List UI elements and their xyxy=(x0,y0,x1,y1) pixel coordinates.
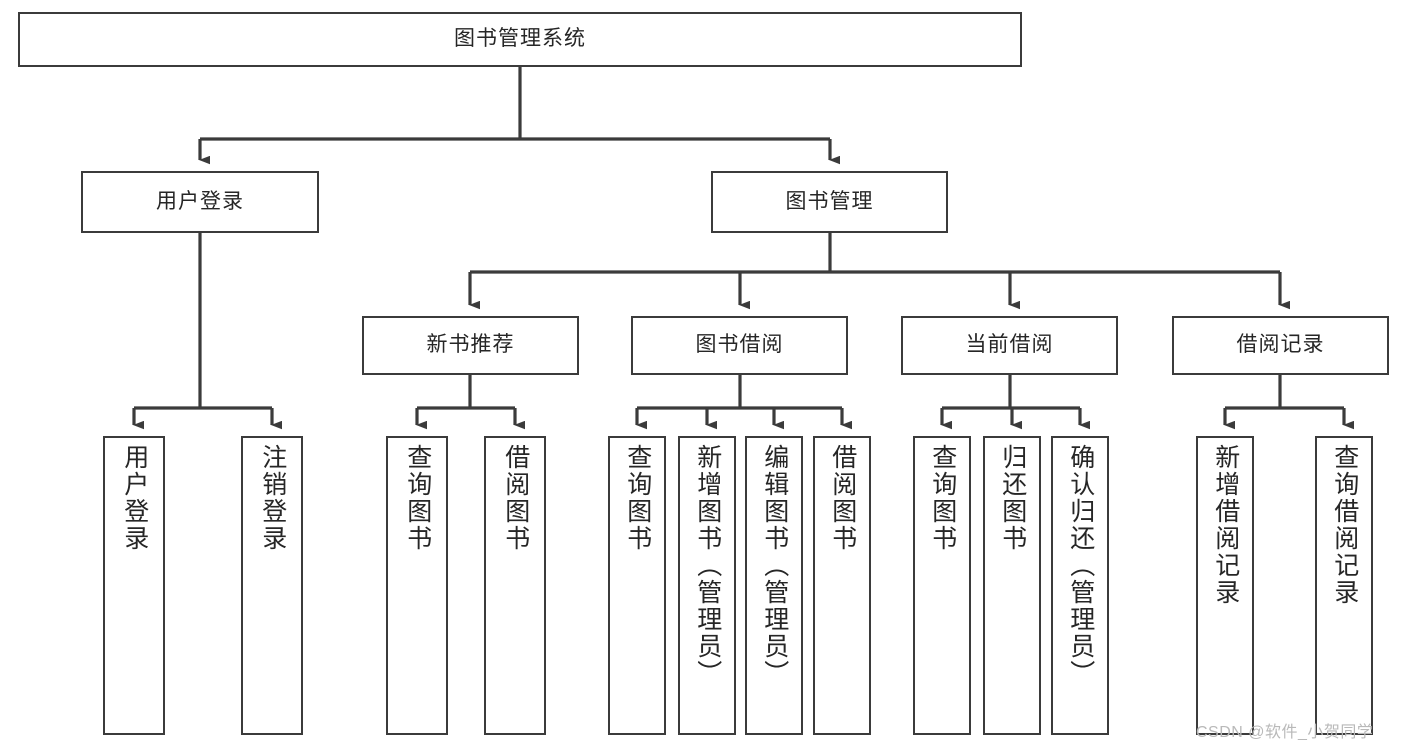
node-book-borrow-label: 图书借阅 xyxy=(695,333,784,357)
node-borrow-record-label: 借阅记录 xyxy=(1236,333,1325,357)
node-book-manage[interactable]: 图书管理 xyxy=(711,171,948,233)
edge-book-manage-to-level3 xyxy=(468,233,1290,310)
node-leaf-user-logout-label: 注销登录 xyxy=(258,444,287,552)
node-leaf-borrow-book-1[interactable]: 借阅图书 xyxy=(484,436,546,735)
node-root-label: 图书管理系统 xyxy=(454,27,586,51)
node-current-borrow[interactable]: 当前借阅 xyxy=(901,316,1118,375)
node-book-borrow[interactable]: 图书借阅 xyxy=(631,316,848,375)
node-leaf-add-book[interactable]: 新增图书（管理员） xyxy=(678,436,736,735)
node-leaf-edit-book[interactable]: 编辑图书（管理员） xyxy=(745,436,803,735)
node-leaf-user-logout[interactable]: 注销登录 xyxy=(241,436,303,735)
node-leaf-add-borrow-record-label: 新增借阅记录 xyxy=(1211,444,1240,606)
node-borrow-record[interactable]: 借阅记录 xyxy=(1172,316,1389,375)
node-leaf-edit-book-label: 编辑图书（管理员） xyxy=(760,444,789,687)
edge-borrow-record-to-leaves xyxy=(1223,375,1354,430)
node-leaf-return-book-label: 归还图书 xyxy=(998,444,1027,552)
node-new-book-recommend-label: 新书推荐 xyxy=(426,333,515,357)
edge-current-borrow-to-leaves xyxy=(940,375,1090,430)
edge-book-borrow-to-leaves xyxy=(635,375,852,430)
node-leaf-query-book-1-label: 查询图书 xyxy=(403,444,432,552)
node-book-manage-label: 图书管理 xyxy=(785,189,874,213)
node-leaf-query-book-2-label: 查询图书 xyxy=(623,444,652,552)
node-leaf-query-book-3-label: 查询图书 xyxy=(928,444,957,552)
node-leaf-query-borrow-record[interactable]: 查询借阅记录 xyxy=(1315,436,1373,735)
node-new-book-recommend[interactable]: 新书推荐 xyxy=(362,316,579,375)
node-leaf-borrow-book-1-label: 借阅图书 xyxy=(501,444,530,552)
node-leaf-confirm-return[interactable]: 确认归还（管理员） xyxy=(1051,436,1109,735)
watermark-text: CSDN @软件_小贺同学 xyxy=(1196,724,1374,741)
node-leaf-query-borrow-record-label: 查询借阅记录 xyxy=(1330,444,1359,606)
node-leaf-query-book-1[interactable]: 查询图书 xyxy=(386,436,448,735)
node-user-login[interactable]: 用户登录 xyxy=(81,171,319,233)
node-current-borrow-label: 当前借阅 xyxy=(965,333,1054,357)
node-leaf-add-book-label: 新增图书（管理员） xyxy=(693,444,722,687)
edge-user-login-to-leaves xyxy=(132,233,282,430)
edge-root-to-level2 xyxy=(198,67,840,165)
node-root[interactable]: 图书管理系统 xyxy=(18,12,1022,67)
node-leaf-user-login-label: 用户登录 xyxy=(120,444,149,552)
edge-new-book-recommend-to-leaves xyxy=(415,375,525,430)
node-leaf-query-book-2[interactable]: 查询图书 xyxy=(608,436,666,735)
node-leaf-confirm-return-label: 确认归还（管理员） xyxy=(1066,444,1095,687)
node-leaf-borrow-book-2[interactable]: 借阅图书 xyxy=(813,436,871,735)
node-leaf-return-book[interactable]: 归还图书 xyxy=(983,436,1041,735)
node-leaf-user-login[interactable]: 用户登录 xyxy=(103,436,165,735)
node-leaf-add-borrow-record[interactable]: 新增借阅记录 xyxy=(1196,436,1254,735)
node-leaf-borrow-book-2-label: 借阅图书 xyxy=(828,444,857,552)
node-user-login-label: 用户登录 xyxy=(156,189,244,213)
node-leaf-query-book-3[interactable]: 查询图书 xyxy=(913,436,971,735)
